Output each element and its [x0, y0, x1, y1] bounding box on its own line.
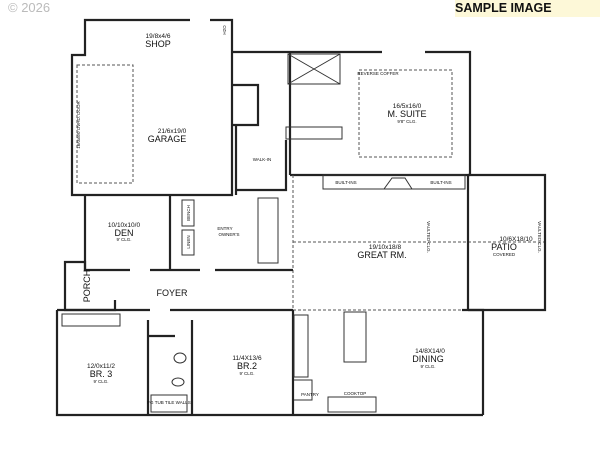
counter	[293, 314, 309, 378]
bench	[181, 199, 195, 227]
copyright-watermark: © 2026	[8, 0, 51, 15]
foyer-label: FOYER	[156, 288, 188, 298]
cooktop-label: COOKTOP	[344, 391, 366, 396]
shower	[287, 53, 341, 85]
dining-label: DINING	[412, 354, 444, 364]
walk-in-label: WALK-IN	[253, 157, 272, 162]
tub-note: FG TUB TILE WALLS	[147, 400, 190, 405]
garage-dims: 21/6x19/0	[158, 128, 187, 135]
dining-dims: 14/8X14/0	[415, 348, 445, 355]
dining-ceiling: 9' CLG.	[420, 364, 435, 369]
patio-dims: 10/6X18/10	[499, 236, 533, 243]
patio-ceiling: VAULTED CLG.	[537, 221, 542, 253]
laundry-counter	[257, 197, 279, 264]
br3-label: BR. 3	[90, 369, 113, 379]
walls	[55, 18, 547, 417]
water-heater-label: H2O	[222, 25, 227, 35]
built-ins	[322, 174, 466, 190]
entry-label: ENTRY	[217, 226, 232, 231]
br2-dims: 11/4X13/6	[232, 355, 262, 362]
tub	[150, 394, 188, 413]
built-ins-right: BUILT-INS	[430, 180, 451, 185]
br3-dims: 12/0x11/2	[87, 363, 115, 370]
porch-label: PORCH	[82, 270, 92, 303]
sample-image-banner: SAMPLE IMAGE	[455, 0, 600, 17]
patio-label: PATIO	[491, 242, 517, 252]
br3-ceiling: 9' CLG.	[93, 379, 108, 384]
vanity	[285, 126, 343, 140]
den-dims: 10/10x10/0	[108, 222, 141, 229]
built-ins-left: BUILT-INS	[335, 180, 356, 185]
den-ceiling: 9' CLG.	[116, 237, 131, 242]
sink	[173, 352, 187, 364]
toilet	[171, 377, 185, 387]
linen-label: LINEN	[186, 235, 191, 248]
garage-door-outline	[76, 64, 134, 184]
master-ceiling: 9'8" CLG.	[397, 119, 416, 124]
master-label: M. SUITE	[387, 109, 426, 119]
great-room-ceiling: VAULTED CLG.	[426, 221, 431, 253]
great-room-label: GREAT RM.	[357, 250, 406, 260]
garage-label: GARAGE	[148, 134, 187, 144]
owners-label: OWNER'S	[218, 232, 239, 237]
patio-note: COVERED	[493, 252, 516, 257]
br2-label: BR.2	[237, 361, 257, 371]
cooktop-counter	[327, 396, 377, 413]
br2-ceiling: 9' CLG.	[239, 371, 254, 376]
bench-label: BENCH	[186, 205, 191, 221]
great-room-dims: 19/10x18/8	[369, 244, 402, 251]
garage-door-note: 16/0x8/0 OVHD. DOOR	[76, 100, 81, 148]
labels: 19/8x4/6 SHOP 16/0x8/0 OVHD. DOOR 21/6x1…	[76, 25, 542, 405]
shop-dims: 19/8x4/6	[146, 33, 171, 40]
shop-label: SHOP	[145, 39, 171, 49]
den-label: DEN	[114, 228, 133, 238]
island	[343, 311, 367, 363]
closet-br3	[61, 313, 121, 327]
pantry-label: PANTRY	[301, 392, 319, 397]
coffer-note: REVERSE COFFER	[357, 71, 399, 76]
linen	[181, 229, 195, 256]
master-dims: 16/5x16/0	[393, 103, 422, 110]
